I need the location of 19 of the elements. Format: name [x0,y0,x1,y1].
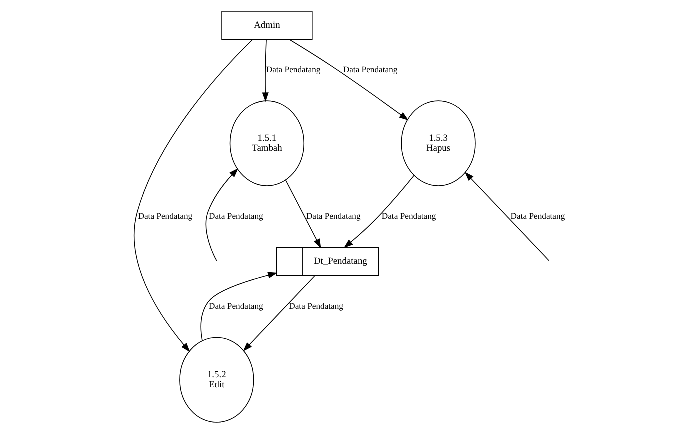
arrow [243,276,316,352]
arrow [262,39,269,102]
edge-label: Data Pendatang [382,210,436,221]
edge-label: Data Pendatang [208,210,264,221]
edge-label: Data Pendatang [343,64,398,75]
edge-label: Data Pendatang [306,210,361,221]
arrow [200,272,278,342]
edge-label: Data Pendatang [510,210,566,221]
edge-label: Data Pendatang [208,301,264,312]
arrow [344,175,415,248]
arrow [206,168,239,262]
node-box: Admin [222,11,313,40]
arrow [134,40,253,352]
arrow [285,180,322,249]
edge-label: Data Pendatang [138,210,193,221]
edge-label: Data Pendatang [266,64,321,75]
edge-label: Data Pendatang [289,301,344,312]
arrow [464,172,550,262]
arrow [289,39,409,121]
